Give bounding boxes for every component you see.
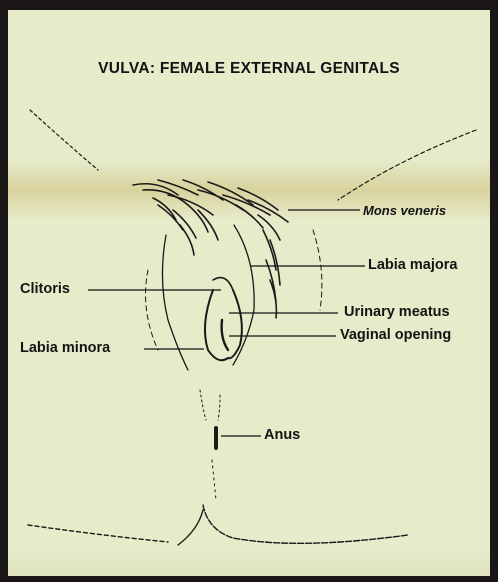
- hood: [213, 278, 233, 290]
- label-vaginal-opening: Vaginal opening: [340, 327, 451, 343]
- anatomy-illustration: [8, 10, 490, 576]
- right-thigh-line: [338, 130, 476, 200]
- vaginal-slit: [222, 320, 228, 350]
- left-buttock-line: [28, 525, 168, 542]
- left-buttock-tip: [178, 510, 203, 545]
- right-side-contour: [313, 230, 322, 310]
- labia-minora-left: [205, 290, 228, 360]
- left-thigh-line: [30, 110, 98, 170]
- perineum-line-left: [200, 390, 206, 420]
- gluteal-fold: [203, 505, 408, 543]
- label-clitoris: Clitoris: [20, 281, 70, 297]
- label-urinary-meatus: Urinary meatus: [344, 304, 450, 320]
- labia-minora-right: [228, 290, 242, 358]
- left-labia-majora-outline: [162, 235, 188, 370]
- label-labia-minora: Labia minora: [20, 340, 110, 356]
- label-anus: Anus: [264, 427, 300, 443]
- lower-contour: [212, 460, 216, 500]
- label-labia-majora: Labia majora: [368, 257, 457, 273]
- label-mons-veneris: Mons veneris: [363, 203, 446, 218]
- left-side-contour: [146, 270, 158, 350]
- perineum-line-right: [218, 395, 220, 420]
- diagram-panel: VULVA: FEMALE EXTERNAL GENITALS: [8, 10, 490, 576]
- right-labia-majora-outline: [233, 225, 254, 365]
